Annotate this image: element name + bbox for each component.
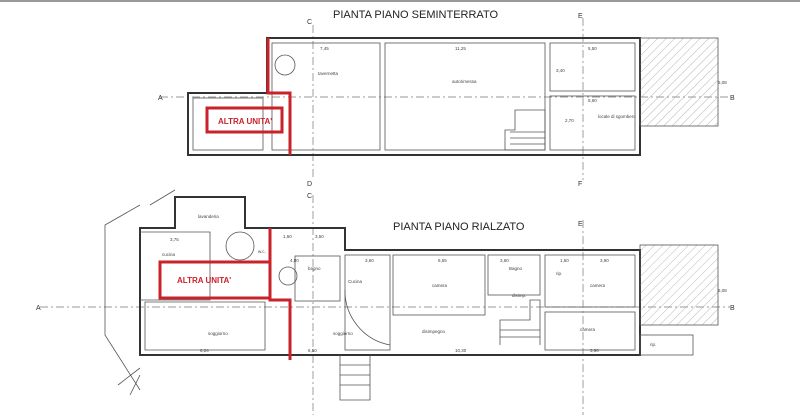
- room-label: bagno: [308, 266, 321, 271]
- dimension: 3,75: [170, 237, 179, 242]
- mark-d: D: [307, 181, 312, 188]
- door-swing: [344, 289, 391, 346]
- cucina-room: [344, 254, 391, 351]
- terrace-outline: [104, 204, 141, 391]
- ground-outer-walls: [139, 196, 641, 356]
- top-steps: [149, 189, 176, 206]
- dimension: 6,24: [200, 348, 209, 353]
- dimension: 11,25: [455, 46, 466, 51]
- dimension: 1,50: [560, 258, 569, 263]
- bagno-room: [294, 255, 341, 302]
- dimension: 2,70: [565, 118, 574, 123]
- dimension: 5,50: [588, 46, 597, 51]
- basement-outer-walls: [187, 37, 641, 156]
- room-label: autorimessa: [452, 79, 477, 84]
- dimension: 7,45: [320, 46, 329, 51]
- dimension: 4,80: [290, 258, 299, 263]
- room-label: tavernetta: [318, 71, 339, 76]
- mark-a: A: [36, 305, 41, 312]
- room-label: Cucina: [348, 279, 363, 284]
- unit-boundary-red-line: [268, 228, 292, 360]
- entrance-steps: [339, 355, 371, 401]
- dimension: 5,60: [588, 98, 597, 103]
- ground-floor-plan: PIANTA PIANO RIALZATO A B C E lavanderia…: [36, 189, 735, 415]
- room-label: soggiorno: [333, 331, 353, 336]
- room-label: rip.: [556, 271, 562, 276]
- sgombero-room: [549, 95, 636, 151]
- room-label: cucina: [162, 252, 176, 257]
- other-unit-label: ALTRA UNITA': [218, 117, 272, 126]
- other-unit-label: ALTRA UNITA': [177, 276, 231, 285]
- spiral-stair-icon: [274, 54, 296, 76]
- mark-c: C: [307, 19, 312, 26]
- dimension: 3,60: [500, 258, 509, 263]
- dimension: 3,40: [556, 68, 565, 73]
- tavernetta-room: [271, 42, 381, 151]
- mark-e: E: [578, 13, 583, 20]
- dimension: 3,50: [315, 234, 324, 239]
- room-label: lavanderia: [198, 214, 219, 219]
- dimension: 6,55: [438, 258, 447, 263]
- room-label: camera: [590, 283, 606, 288]
- dimension: 6,50: [308, 348, 317, 353]
- basement-room-right-top: [549, 42, 636, 92]
- room-label: camera: [432, 283, 448, 288]
- camera-room: [392, 254, 486, 316]
- basement-left-room: [192, 97, 264, 151]
- other-unit-box: [205, 106, 284, 134]
- basement-plan: PIANTA PIANO SEMINTERRATO A B C D E F ta…: [158, 9, 735, 188]
- side-steps: [117, 367, 141, 396]
- camera2-room: [544, 254, 636, 308]
- room-label: disimpegno: [422, 329, 446, 334]
- dimension: 6,08: [718, 80, 727, 85]
- room-label: camera: [580, 327, 596, 332]
- spiral-stair-icon: [225, 231, 255, 261]
- room-label: rip.: [650, 342, 656, 347]
- left-rooms: [140, 231, 266, 351]
- basement-stairs: [504, 109, 546, 151]
- mark-a: A: [158, 95, 163, 102]
- mark-f: F: [578, 181, 582, 188]
- rip-annex: [639, 334, 694, 356]
- dimension: 1,60: [283, 234, 292, 239]
- ground-stairs: [499, 299, 541, 345]
- bagno2-room: [487, 254, 541, 296]
- basement-title: PIANTA PIANO SEMINTERRATO: [333, 9, 498, 21]
- unit-boundary-red-line: [266, 38, 292, 155]
- ground-title: PIANTA PIANO RIALZATO: [393, 221, 525, 233]
- dimension: 6,08: [718, 288, 727, 293]
- dimension: 3,90: [600, 258, 609, 263]
- dimension: 3,90: [590, 348, 599, 353]
- room-label: locale di sgombero: [598, 114, 636, 119]
- mark-b: B: [730, 305, 735, 312]
- spiral-stair-icon-2: [278, 266, 298, 286]
- other-unit-box: [158, 260, 272, 300]
- dimension: 10,30: [455, 348, 467, 353]
- autorimessa-room: [384, 42, 546, 151]
- mark-e: E: [578, 221, 583, 228]
- hatched-ramp-ground: [639, 244, 719, 326]
- room-label: disimp.: [512, 293, 526, 298]
- room-label: Bagno: [509, 266, 523, 271]
- room-label: soggiorno: [208, 331, 228, 336]
- mark-b: B: [730, 95, 735, 102]
- hatched-ramp: [639, 37, 719, 127]
- room-label: w.c.: [258, 249, 266, 254]
- dimension: 3,60: [365, 258, 374, 263]
- camera3-room: [544, 311, 636, 351]
- mark-c: C: [307, 193, 312, 200]
